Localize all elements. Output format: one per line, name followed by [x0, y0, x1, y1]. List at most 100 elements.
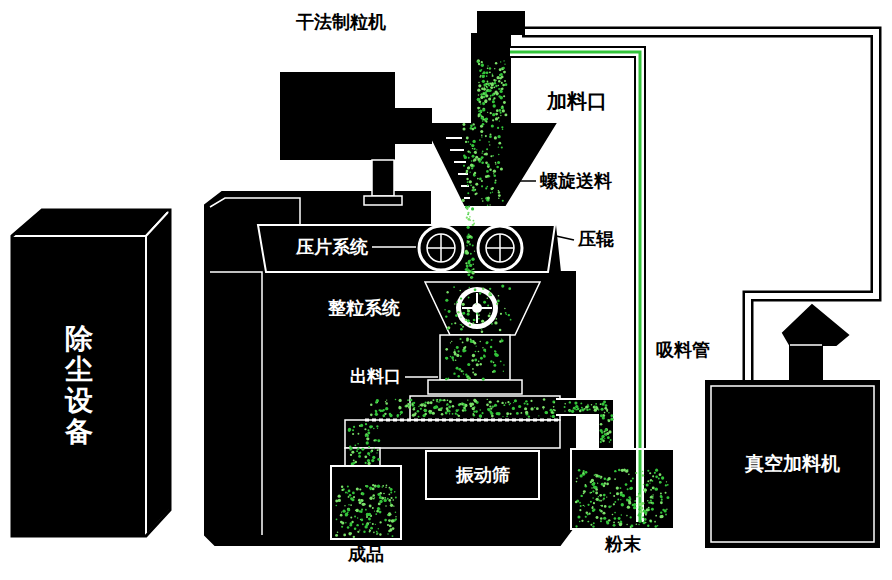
- green-powder: [498, 88, 500, 90]
- green-powder: [340, 514, 343, 517]
- green-powder: [481, 330, 483, 332]
- green-powder: [467, 181, 469, 183]
- sieve: [556, 407, 606, 448]
- green-powder: [356, 509, 359, 512]
- green-powder: [472, 413, 474, 415]
- green-powder: [608, 419, 611, 422]
- green-powder: [353, 459, 355, 461]
- green-powder: [467, 241, 470, 244]
- green-powder: [369, 522, 370, 523]
- green-powder: [660, 495, 663, 498]
- green-powder: [479, 109, 482, 112]
- green-powder: [370, 451, 372, 453]
- green-powder: [482, 347, 483, 348]
- green-powder: [623, 469, 626, 472]
- green-powder: [367, 431, 370, 434]
- green-powder: [347, 486, 349, 488]
- green-powder: [569, 401, 571, 403]
- green-powder: [492, 119, 494, 121]
- green-powder: [650, 489, 652, 491]
- green-powder: [456, 367, 459, 370]
- hopper: [425, 124, 555, 205]
- green-powder: [361, 448, 364, 451]
- green-powder: [468, 233, 470, 235]
- green-powder: [482, 102, 483, 103]
- green-powder: [476, 149, 477, 150]
- green-powder: [377, 458, 380, 461]
- green-powder: [482, 73, 483, 74]
- green-powder: [577, 515, 580, 518]
- green-powder: [489, 82, 491, 84]
- green-powder: [446, 291, 448, 293]
- green-powder: [490, 187, 493, 190]
- green-powder: [438, 408, 441, 411]
- green-powder: [467, 240, 468, 241]
- green-powder: [614, 470, 616, 472]
- green-powder: [451, 323, 453, 325]
- green-powder: [571, 410, 574, 413]
- green-powder: [642, 516, 644, 518]
- green-powder: [448, 410, 451, 413]
- green-powder: [472, 354, 475, 357]
- green-powder: [417, 410, 420, 413]
- green-powder: [412, 404, 415, 407]
- green-powder: [414, 414, 416, 416]
- green-powder: [472, 224, 474, 226]
- green-powder: [498, 147, 499, 148]
- green-powder: [621, 514, 622, 515]
- green-powder: [610, 418, 613, 421]
- diagram-title: 干法制粒机: [296, 12, 386, 33]
- green-powder: [495, 163, 497, 165]
- green-powder: [595, 406, 597, 408]
- green-powder: [600, 510, 602, 512]
- green-powder: [497, 400, 499, 402]
- green-powder: [502, 84, 504, 86]
- green-powder: [487, 164, 490, 167]
- green-powder: [603, 517, 606, 520]
- green-powder: [600, 520, 602, 522]
- green-powder: [347, 508, 350, 511]
- green-powder: [464, 409, 466, 411]
- green-powder: [458, 403, 461, 406]
- green-powder: [483, 355, 485, 357]
- green-powder: [378, 528, 379, 529]
- green-powder: [613, 495, 615, 497]
- green-powder: [469, 172, 470, 173]
- green-powder: [345, 522, 347, 524]
- green-powder: [357, 531, 359, 533]
- vacuum-loader-body: [790, 344, 822, 346]
- hopper: [478, 12, 524, 34]
- green-powder: [650, 502, 652, 504]
- green-powder: [465, 141, 467, 143]
- green-powder: [342, 510, 345, 513]
- green-powder: [666, 509, 667, 510]
- green-powder: [605, 428, 608, 431]
- green-powder: [477, 98, 480, 101]
- green-powder: [347, 508, 350, 511]
- green-powder: [645, 514, 647, 516]
- green-powder: [341, 522, 343, 524]
- vacuum-loader-box: 真空加料机: [705, 380, 880, 548]
- green-powder: [407, 403, 409, 405]
- green-powder: [638, 503, 641, 506]
- green-powder: [487, 399, 488, 400]
- green-powder: [480, 415, 482, 417]
- green-powder: [498, 117, 500, 119]
- green-powder: [467, 376, 469, 378]
- green-powder: [490, 112, 492, 114]
- green-powder: [377, 507, 380, 510]
- green-powder: [420, 408, 422, 410]
- green-powder: [361, 492, 363, 494]
- green-powder: [469, 180, 472, 183]
- green-powder: [603, 512, 606, 515]
- green-powder: [642, 521, 645, 524]
- green-powder: [505, 83, 508, 86]
- leader-line: [372, 181, 574, 377]
- green-powder: [372, 456, 375, 459]
- green-powder: [498, 295, 500, 297]
- green-powder: [465, 319, 467, 321]
- green-powder: [476, 346, 477, 347]
- green-powder: [385, 402, 387, 404]
- green-powder: [352, 492, 355, 495]
- green-powder: [630, 480, 632, 482]
